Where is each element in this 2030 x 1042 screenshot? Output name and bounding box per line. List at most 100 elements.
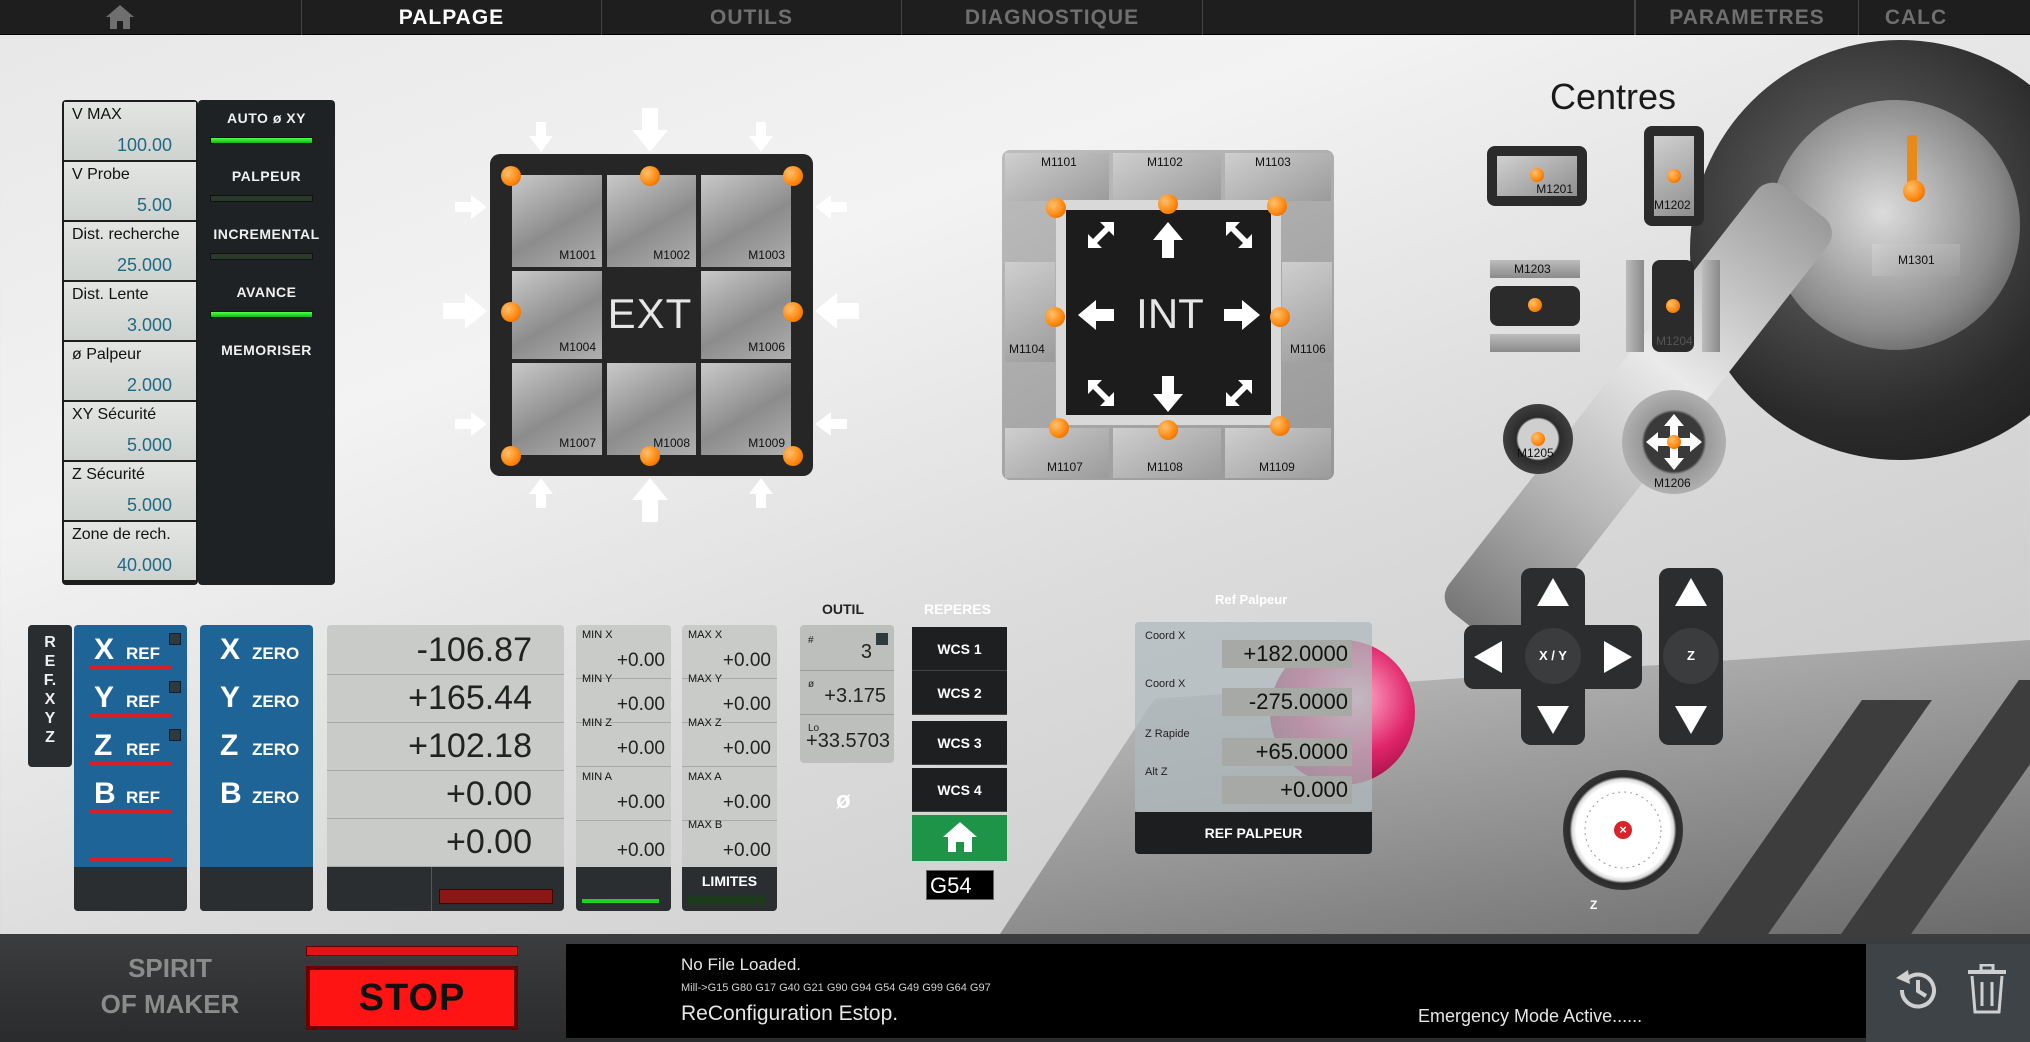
centre-m1201[interactable]: M1201 — [1487, 146, 1587, 206]
jog-x-plus-button[interactable] — [1604, 641, 1632, 673]
ref-coord-y[interactable]: Coord X-275.0000 — [1135, 674, 1372, 716]
wcs-2-button[interactable]: WCS 2 — [912, 671, 1007, 715]
param-zone-recherche[interactable]: Zone de rech.40.000 — [64, 522, 196, 580]
mode-auto-diameter-xy[interactable]: AUTO ø XY — [198, 100, 335, 158]
max-x[interactable]: MAX X+0.00 — [682, 625, 777, 679]
ext-cell-m1003[interactable]: M1003 — [701, 175, 791, 267]
min-b[interactable]: +0.00 — [576, 815, 671, 869]
dro-x[interactable]: -106.87 — [327, 627, 564, 675]
int-cell-m1103[interactable]: M1103 — [1225, 153, 1331, 201]
home-tab[interactable] — [105, 4, 135, 30]
ext-cell-m1007[interactable]: M1007 — [512, 363, 602, 455]
ref-all-button[interactable] — [74, 819, 187, 865]
tool-number[interactable]: #3 — [800, 627, 894, 671]
jog-y-minus-button[interactable] — [1537, 706, 1569, 734]
tool-length[interactable]: Lo+33.5703 — [800, 715, 894, 759]
tab-calc[interactable]: CALC — [1858, 0, 1973, 35]
max-a[interactable]: MAX A+0.00 — [682, 767, 777, 821]
min-z[interactable]: MIN Z+0.00 — [576, 713, 671, 767]
dro-a[interactable]: +0.00 — [327, 771, 564, 819]
ref-coord-x[interactable]: Coord X+182.0000 — [1135, 626, 1372, 668]
go-home-button[interactable] — [912, 815, 1007, 861]
tab-diagnostique[interactable]: DIAGNOSTIQUE — [901, 0, 1202, 35]
tab-outils[interactable]: OUTILS — [601, 0, 901, 35]
ext-cell-m1006[interactable]: M1006 — [701, 271, 791, 359]
dro-z[interactable]: +102.18 — [327, 723, 564, 771]
centre-m1202[interactable]: M1202 — [1644, 126, 1704, 226]
ext-cell-m1008[interactable]: M1008 — [607, 363, 696, 455]
cell-label: M1009 — [748, 436, 785, 450]
wcs-4-button[interactable]: WCS 4 — [912, 768, 1007, 812]
min-a[interactable]: MIN A+0.00 — [576, 767, 671, 821]
ext-cell-m1001[interactable]: M1001 — [512, 175, 602, 267]
axis-select-label[interactable]: Z — [1590, 898, 1598, 912]
wcs-1-button[interactable]: WCS 1 — [912, 627, 1007, 671]
mode-palpeur[interactable]: PALPEUR — [198, 158, 335, 216]
mode-memoriser[interactable]: MEMORISER — [198, 332, 335, 390]
status-file: No File Loaded. — [681, 955, 802, 974]
jog-z-center[interactable]: Z — [1663, 628, 1719, 684]
mode-incremental[interactable]: INCREMENTAL — [198, 216, 335, 274]
ext-cell-m1002[interactable]: M1002 — [607, 175, 696, 267]
dro-y[interactable]: +165.44 — [327, 675, 564, 723]
cell-label: M1007 — [559, 436, 596, 450]
jog-y-plus-button[interactable] — [1537, 578, 1569, 606]
history-icon[interactable] — [1892, 966, 1942, 1014]
limites-button[interactable]: LIMITES — [682, 867, 777, 911]
probe-point — [1158, 420, 1178, 440]
close-icon[interactable]: × — [1614, 821, 1632, 839]
tab-palpage[interactable]: PALPAGE — [301, 0, 601, 35]
centre-m1206[interactable]: M1206 — [1622, 390, 1726, 494]
ext-cell-m1009[interactable]: M1009 — [701, 363, 791, 455]
limit-label: MIN Z — [582, 717, 612, 729]
jog-x-minus-button[interactable] — [1474, 641, 1502, 673]
centre-m1301[interactable]: M1301 — [1872, 244, 1960, 276]
trash-icon[interactable] — [1966, 964, 2008, 1014]
ref-palpeur-button[interactable]: REF PALPEUR — [1135, 812, 1372, 854]
mpg-handwheel[interactable]: × — [1563, 770, 1683, 890]
ref-xyz-tab[interactable]: REF.XYZ — [28, 625, 72, 767]
ref-alt-z[interactable]: Alt Z+0.000 — [1135, 762, 1372, 804]
max-b[interactable]: MAX B+0.00 — [682, 815, 777, 869]
min-x[interactable]: MIN X+0.00 — [576, 625, 671, 679]
centre-m1203[interactable]: M1203 — [1490, 260, 1580, 352]
max-y[interactable]: MAX Y+0.00 — [682, 669, 777, 723]
tab-parametres[interactable]: PARAMETRES — [1635, 0, 1858, 35]
mode-avance[interactable]: AVANCE — [198, 274, 335, 332]
jog-z-minus-button[interactable] — [1675, 706, 1707, 734]
centre-m1204[interactable]: M1204 — [1626, 260, 1720, 352]
tool-diameter[interactable]: ø+3.175 — [800, 671, 894, 715]
int-cell-m1102[interactable]: M1102 — [1113, 153, 1221, 201]
jog-xy-center[interactable]: X / Y — [1525, 628, 1581, 684]
ext-cell-m1004[interactable]: M1004 — [512, 271, 602, 359]
int-cell-m1109[interactable]: M1109 — [1225, 428, 1331, 478]
int-cell-m1108[interactable]: M1108 — [1113, 428, 1221, 478]
wcs-3-button[interactable]: WCS 3 — [912, 721, 1007, 765]
jog-z-plus-button[interactable] — [1675, 578, 1707, 606]
ref-z-rapide[interactable]: Z Rapide+65.0000 — [1135, 724, 1372, 766]
int-title: INT — [1136, 290, 1204, 337]
status-console — [566, 944, 1866, 1038]
stop-button[interactable]: STOP — [306, 966, 518, 1030]
int-cell-m1101[interactable]: M1101 — [1005, 153, 1109, 201]
int-cell-m1106[interactable]: M1106 — [1282, 262, 1332, 362]
centre-m1205[interactable]: M1205 — [1503, 404, 1573, 474]
min-y[interactable]: MIN Y+0.00 — [576, 669, 671, 723]
max-z[interactable]: MAX Z+0.00 — [682, 713, 777, 767]
dro-b[interactable]: +0.00 — [327, 819, 564, 867]
